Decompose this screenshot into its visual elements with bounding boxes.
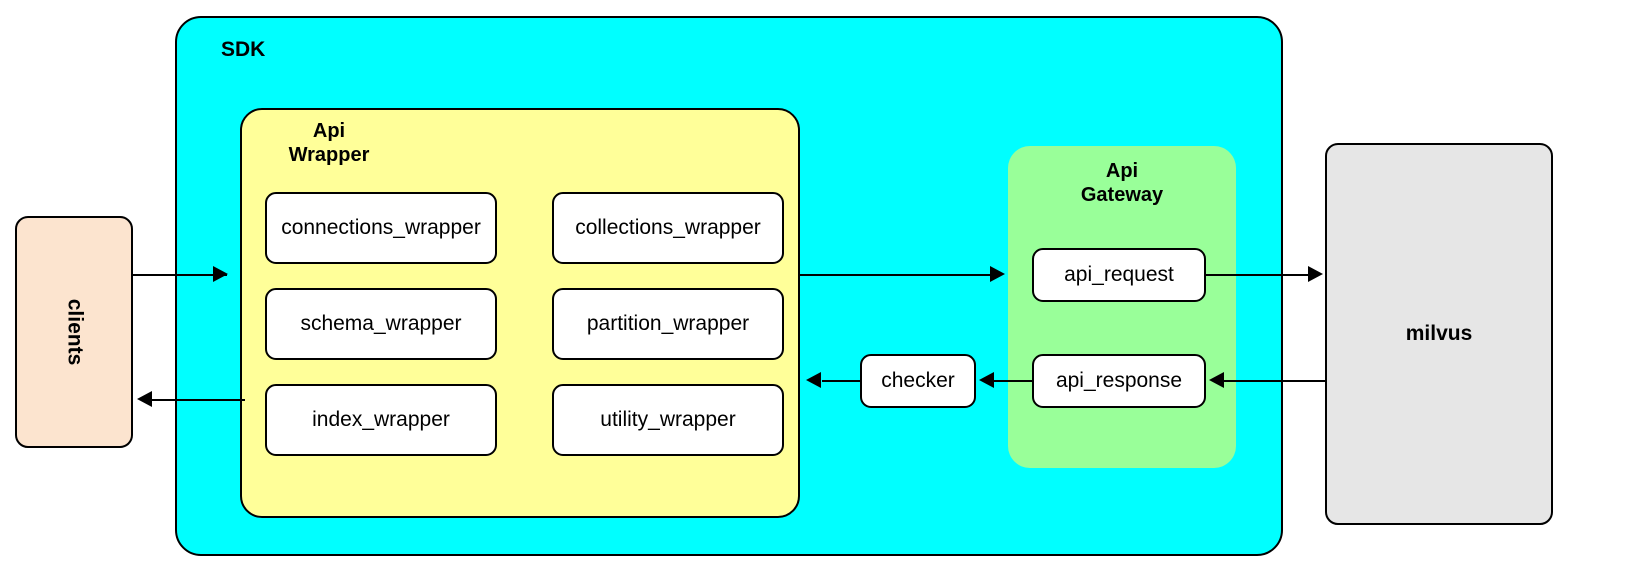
edge-checker-to-api-wrapper [822,380,860,382]
api-request-label: api_request [1064,263,1174,286]
arrowhead-milvus-to-api-response [1209,372,1224,388]
arrowhead-api-wrapper-to-api-gateway [990,266,1005,282]
api-gateway-container: Api Gateway [1008,146,1236,468]
milvus-label: milvus [1405,322,1473,345]
utility-wrapper-box[interactable]: utility_wrapper [552,384,784,456]
clients-box[interactable]: clients [15,216,133,448]
checker-box[interactable]: checker [860,354,976,408]
edge-api-wrapper-to-api-gateway [800,274,992,276]
utility-wrapper-label: utility_wrapper [600,408,736,431]
schema-wrapper-label: schema_wrapper [300,312,462,335]
milvus-box[interactable]: milvus [1325,143,1553,525]
api-response-label: api_response [1055,369,1183,392]
api-response-box[interactable]: api_response [1032,354,1206,408]
sdk-label: SDK [221,38,266,61]
edge-clients-to-api-wrapper [133,274,227,276]
arrowhead-api-request-to-milvus [1308,266,1323,282]
arrowhead-api-response-to-checker [979,372,994,388]
schema-wrapper-box[interactable]: schema_wrapper [265,288,497,360]
partition-wrapper-label: partition_wrapper [586,312,750,335]
api-request-box[interactable]: api_request [1032,248,1206,302]
edge-api-response-to-checker [992,380,1032,382]
arrowhead-checker-to-api-wrapper [806,372,821,388]
api-wrapper-label: Api Wrapper [288,120,370,166]
collections-wrapper-label: collections_wrapper [575,216,761,239]
edge-api-request-to-milvus [1206,274,1310,276]
clients-label: clients [63,298,86,366]
index-wrapper-label: index_wrapper [312,408,450,431]
partition-wrapper-box[interactable]: partition_wrapper [552,288,784,360]
arrowhead-clients-to-api-wrapper [213,266,228,282]
edge-api-wrapper-to-clients [150,399,245,401]
api-gateway-label: Api Gateway [1080,160,1164,206]
collections-wrapper-box[interactable]: collections_wrapper [552,192,784,264]
connections-wrapper-label: connections_wrapper [281,216,481,239]
index-wrapper-box[interactable]: index_wrapper [265,384,497,456]
arrowhead-api-wrapper-to-clients [137,391,152,407]
checker-label: checker [881,369,955,392]
connections-wrapper-box[interactable]: connections_wrapper [265,192,497,264]
edge-milvus-to-api-response [1222,380,1325,382]
